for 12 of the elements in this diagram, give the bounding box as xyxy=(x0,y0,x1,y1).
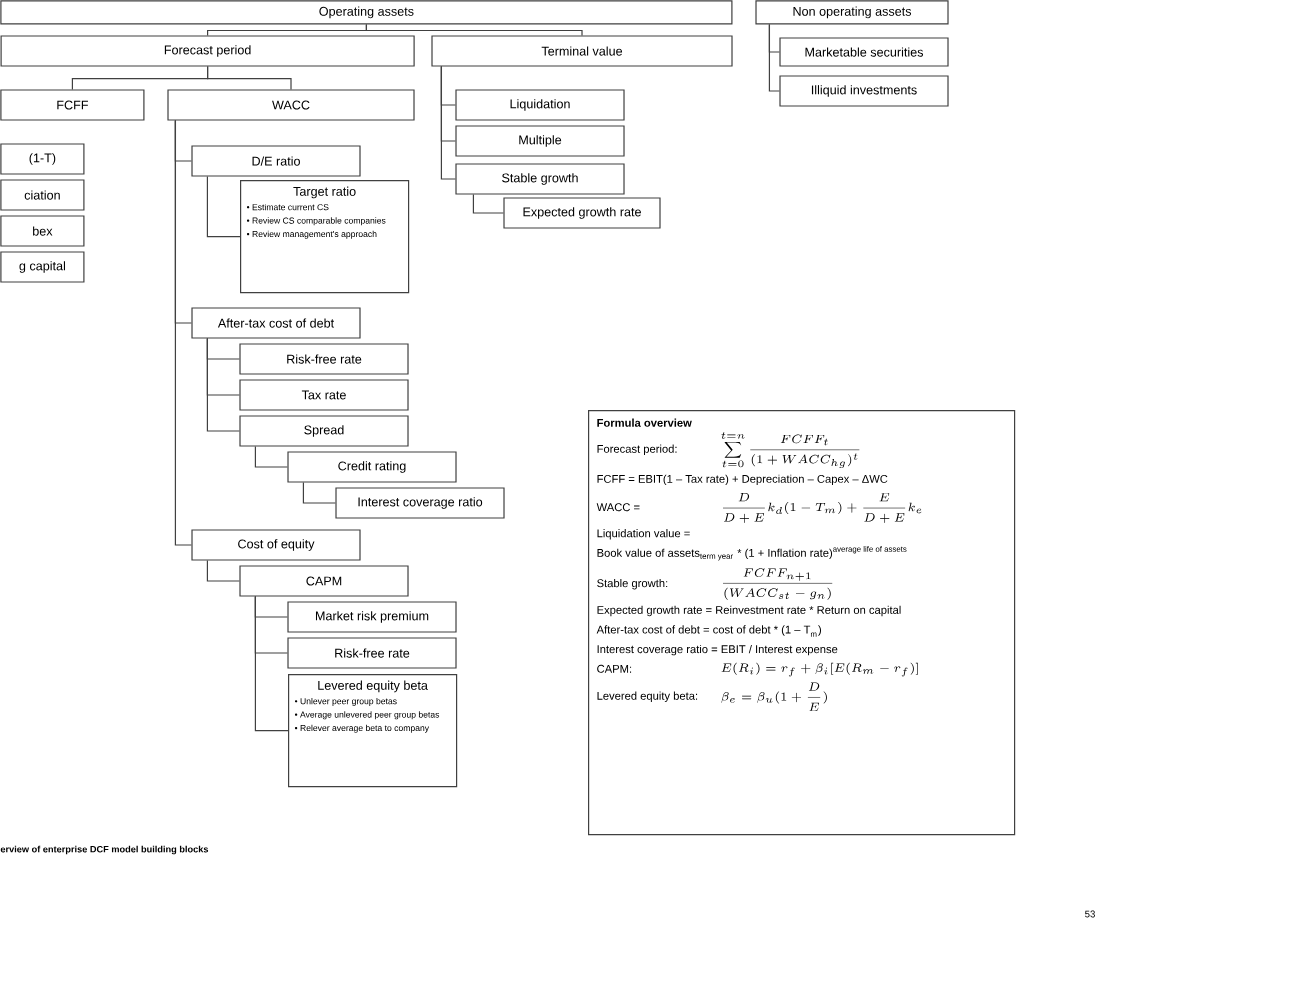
connector-line xyxy=(440,66,456,180)
connector-line xyxy=(174,120,192,546)
connector-line xyxy=(206,176,241,238)
connector-line xyxy=(207,66,292,90)
connector-line xyxy=(472,194,504,214)
connector-line xyxy=(254,596,289,732)
connector-line xyxy=(254,446,288,468)
connector-line xyxy=(768,23,780,92)
connector-line xyxy=(302,482,336,504)
connector-line xyxy=(365,23,583,36)
connector-line xyxy=(206,338,240,432)
connector-line xyxy=(206,560,240,582)
